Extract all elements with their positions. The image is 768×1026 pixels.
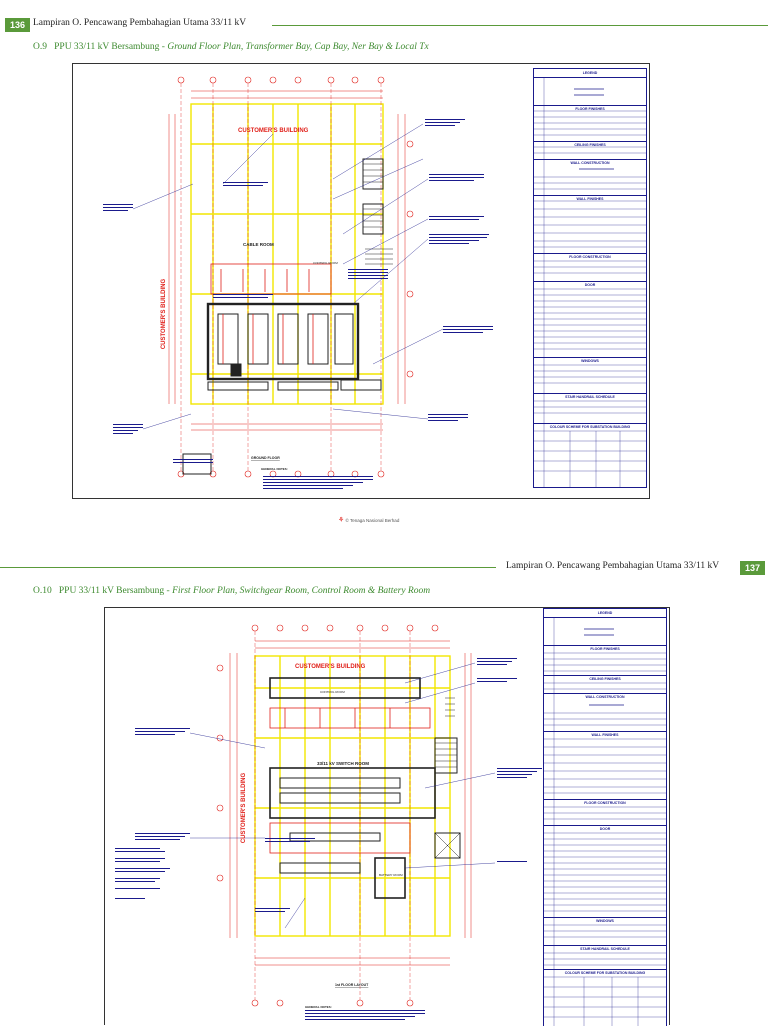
switch-room-label: 33/11 kV SWITCH ROOM [317,761,369,766]
drawing-sheet: CUSTOMER'S BUILDING 33/11 kV SWITCH ROOM… [104,607,670,1026]
section-title-italic: Ground Floor Plan, Transformer Bay, Cap … [167,42,429,52]
section-title-plain: PPU 33/11 kV Bersambung - [54,42,168,52]
stair-hatch [434,697,461,859]
section-title: O.9 PPU 33/11 kV Bersambung - Ground Flo… [33,42,429,52]
legend-section: WALL FINISHES [576,197,604,201]
legend-section: WALL CONSTRUCTION [570,161,610,165]
stair-hatch [363,163,393,265]
legend-section: WALL CONSTRUCTION [585,695,625,699]
section-title-plain: PPU 33/11 kV Bersambung - [58,586,173,596]
legend-title: LEGEND [582,71,598,75]
legend-section: STAIR HANDRAIL SCHEDULE [565,395,615,399]
first-floor-layout-label: 1st FLOOR LAYOUT [335,983,369,987]
cable-room-label: CABLE ROOM [243,242,274,247]
battery-room-label: BATTERY ROOM [379,873,403,877]
running-head: Lampiran O. Pencawang Pembahagian Utama … [506,561,720,571]
walls [269,677,461,899]
legend-section: FLOOR FINISHES [575,107,605,111]
grid-ticks [254,631,411,1000]
page-number: 137 [740,561,766,575]
legend-section: WINDOWS [596,919,614,923]
section-number: O.9 [33,42,47,52]
walls [182,158,384,475]
legend-title: LEGEND [597,611,613,615]
section-title-italic: First Floor Plan, Switchgear Room, Contr… [172,586,431,596]
legend-section: COLOUR SCHEME FOR SUBSTATION BUILDING [549,425,631,429]
structural-grid [190,103,384,405]
control-room-label: CONTROL ROOM [313,261,338,265]
cable-tray [269,707,431,854]
legend-table-lines [544,617,666,1026]
control-room-label: CONTROL ROOM [320,690,345,694]
legend-section: DOOR [584,283,596,287]
leader-lines [189,662,496,929]
legend-section: CEILING FINISHES [574,143,606,147]
legend-table-lines [534,77,646,487]
dimension-lines [229,640,472,966]
ground-floor-plan: CUSTOMER'S BUILDING CABLE ROOM CONTROL R… [103,76,493,489]
general-notes-label: GENERAL NOTES: [305,1005,332,1009]
legend-section: WINDOWS [581,359,599,363]
legend-panel: LEGEND FLOOR FINISHES CEILING FINISHES W… [543,608,667,1026]
drawing-sheet: CUSTOMER'S BUILDING CABLE ROOM CONTROL R… [72,63,650,499]
legend-section: CEILING FINISHES [589,677,621,681]
section-number: O.10 [33,586,52,596]
annotation-notes [103,119,493,489]
tnb-logo-icon: ⚘ [338,517,345,524]
legend-section: FLOOR FINISHES [590,647,620,651]
customers-building-vertical-label: CUSTOMER'S BUILDING [241,773,247,844]
running-head: Lampiran O. Pencawang Pembahagian Utama … [33,18,247,28]
legend-section: FLOOR CONSTRUCTION [584,801,626,805]
general-notes-label: GENERAL NOTES: [261,467,288,471]
leader-lines [132,123,444,430]
legend-section: COLOUR SCHEME FOR SUBSTATION BUILDING [564,971,646,975]
footer-credit: ⚘ © Tenaga Nasional Berhad [338,516,399,524]
header-rule [0,567,496,568]
legend-section: DOOR [599,827,611,831]
grid-bubbles [216,624,439,1007]
customers-building-label: CUSTOMER'S BUILDING [295,664,366,670]
legend-section: STAIR HANDRAIL SCHEDULE [580,947,630,951]
customers-building-label: CUSTOMER'S BUILDING [238,128,309,134]
customers-building-vertical-label: CUSTOMER'S BUILDING [161,279,167,350]
legend-panel: LEGEND FLOOR FINISHES CEILING FINISHES W… [533,68,647,488]
legend-section: FLOOR CONSTRUCTION [569,255,611,259]
first-floor-plan: CUSTOMER'S BUILDING 33/11 kV SWITCH ROOM… [115,624,542,1020]
header-rule [272,25,768,26]
section-title: O.10 PPU 33/11 kV Bersambung - First Flo… [33,586,430,596]
legend-section: WALL FINISHES [591,733,619,737]
annotation-notes [115,658,542,1020]
ground-floor-label: GROUND FLOOR [251,456,280,460]
footer-text: © Tenaga Nasional Berhad [345,518,400,523]
page-number: 136 [5,18,31,32]
